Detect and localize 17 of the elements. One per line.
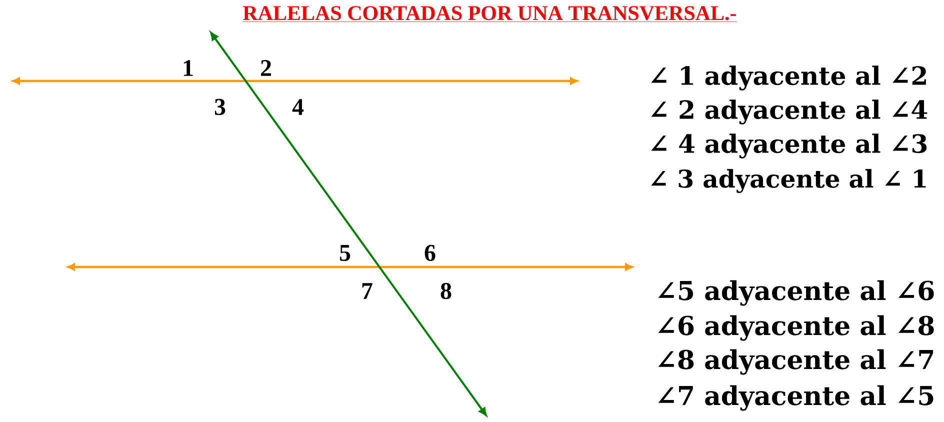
angle-number: 4 <box>292 99 304 115</box>
angle-statement: ∠ 3 adyacente al ∠ 1 <box>651 169 926 193</box>
angle-statement: ∠6 adyacente al ∠8 <box>658 315 934 341</box>
angle-number: 5 <box>340 245 350 261</box>
angle-statement: ∠ 4 adyacente al ∠3 <box>651 134 927 158</box>
angle-statement: ∠5 adyacente al ∠6 <box>658 280 934 306</box>
angle-statement: ∠ 1 adyacente al ∠2 <box>651 66 926 90</box>
angle-statement: ∠7 adyacente al ∠5 <box>658 385 934 411</box>
angle-statement: ∠8 adyacente al ∠7 <box>658 349 934 375</box>
angle-number: 2 <box>261 60 271 76</box>
angle-number: 7 <box>362 283 372 299</box>
angle-number: 1 <box>184 60 193 76</box>
angle-number: 6 <box>424 244 436 262</box>
title: RALELAS CORTADAS POR UNA TRANSVERSAL.- <box>242 6 737 22</box>
angle-number: 8 <box>440 282 452 300</box>
angle-number: 3 <box>214 98 226 116</box>
angle-statement: ∠ 2 adyacente al ∠4 <box>651 100 928 124</box>
